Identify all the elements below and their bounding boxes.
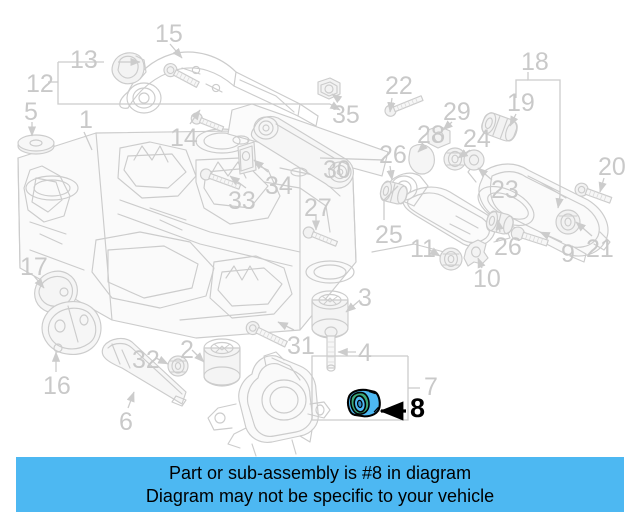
highlighted-part-8 xyxy=(346,388,381,418)
callout-label-5: 5 xyxy=(24,98,38,126)
callout-label-1: 1 xyxy=(79,106,93,134)
callout-label-6: 6 xyxy=(119,408,133,436)
bolt-31 xyxy=(245,320,288,348)
callout-label-15: 15 xyxy=(155,20,183,48)
disclaimer-banner: Part or sub-assembly is #8 in diagram Di… xyxy=(16,457,624,512)
callout-label-22: 22 xyxy=(385,72,413,100)
callout-label-11: 11 xyxy=(410,235,436,263)
callout-label-2: 2 xyxy=(180,336,194,364)
bushing-2 xyxy=(203,338,241,387)
washer-5 xyxy=(17,134,55,155)
knuckle-carrier-7 xyxy=(207,351,331,457)
bolt-15 xyxy=(163,63,200,88)
bolt-20 xyxy=(574,182,613,204)
seal-28 xyxy=(408,143,435,175)
bushing-11 xyxy=(439,247,463,271)
bolt-9 xyxy=(510,226,549,247)
bushing-13 xyxy=(111,52,147,85)
callout-label-35: 35 xyxy=(332,101,360,129)
callout-label-25: 25 xyxy=(375,221,403,249)
leader-lines xyxy=(27,43,607,421)
callout-label-8-highlighted: 8 xyxy=(410,393,426,423)
lower-control-arm-18 xyxy=(467,163,611,263)
callout-label-33: 33 xyxy=(228,187,256,215)
diagram-canvas: 12 13 15 5 1 14 35 30 34 33 27 22 29 28 … xyxy=(17,20,626,457)
callout-label-4: 4 xyxy=(358,339,372,367)
nut-29 xyxy=(427,125,451,149)
callout-label-23: 23 xyxy=(491,176,519,204)
callout-label-13: 13 xyxy=(70,46,98,74)
callout-label-26: 26 xyxy=(379,141,407,169)
callout-label-10: 10 xyxy=(473,265,501,293)
bushing-21 xyxy=(555,209,581,235)
callout-label-17: 17 xyxy=(20,253,48,281)
callout-label-28: 28 xyxy=(417,121,445,149)
bracket-16 xyxy=(41,301,102,355)
callout-label-31: 31 xyxy=(287,332,315,360)
bolt-33 xyxy=(199,168,242,190)
callout-label-24: 24 xyxy=(463,125,491,153)
callout-label-20: 20 xyxy=(598,153,626,181)
callout-label-34: 34 xyxy=(265,172,293,200)
callout-label-19: 19 xyxy=(507,89,535,117)
callout-label-21: 21 xyxy=(586,235,614,263)
callout-label-29: 29 xyxy=(443,98,471,126)
callout-label-30: 30 xyxy=(323,156,351,184)
suspension-diagram-svg xyxy=(17,43,613,457)
callout-label-3: 3 xyxy=(358,284,372,312)
brace-6 xyxy=(101,337,187,407)
washer-23 xyxy=(463,149,485,171)
callout-label-27: 27 xyxy=(304,194,332,222)
bushing-32 xyxy=(167,355,189,377)
callout-label-16: 16 xyxy=(43,372,71,400)
bushing-19 xyxy=(481,112,518,142)
callout-label-18: 18 xyxy=(521,48,549,76)
lateral-link-30 xyxy=(227,103,389,189)
banner-line-part-number: Part or sub-assembly is #8 in diagram xyxy=(168,462,472,483)
banner-line-disclaimer: Diagram may not be specific to your vehi… xyxy=(145,485,495,506)
callout-label-12: 12 xyxy=(26,70,54,98)
bolt-27 xyxy=(302,226,339,247)
callout-label-32: 32 xyxy=(132,346,160,374)
bushing-26-left xyxy=(379,180,408,205)
callout-label-26-right: 26 xyxy=(494,233,522,261)
subframe-crossmember xyxy=(17,128,357,339)
bracket-34 xyxy=(237,141,257,175)
callout-label-7: 7 xyxy=(424,373,438,401)
bolt-4 xyxy=(324,326,338,372)
upper-control-arm-left xyxy=(119,51,319,127)
callout-label-14: 14 xyxy=(170,124,198,152)
nut-35 xyxy=(317,77,341,100)
callout-label-9: 9 xyxy=(561,240,575,268)
